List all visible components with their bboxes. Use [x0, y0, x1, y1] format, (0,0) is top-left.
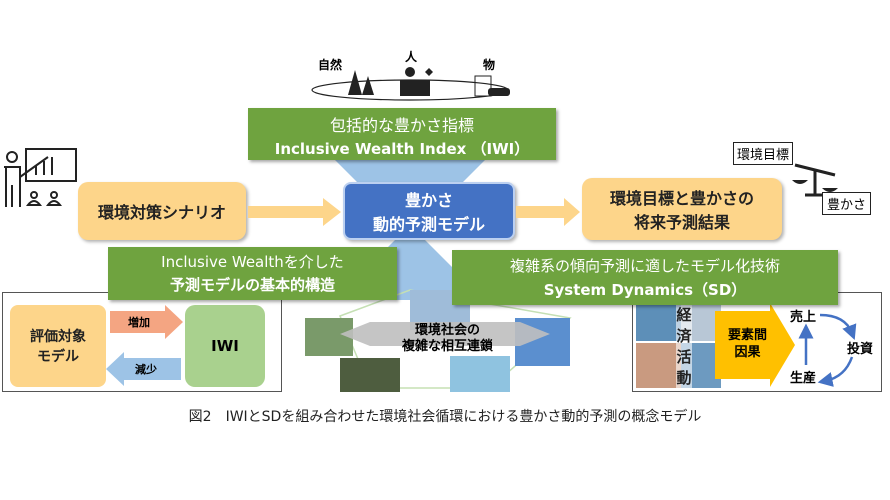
- result-box-subtitle: 将来予測結果: [633, 213, 730, 232]
- photo-collage: [305, 289, 572, 392]
- sales-label: 売上: [790, 310, 817, 325]
- forest-photo: [340, 358, 400, 392]
- prediction-model-subtitle: 動的予測モデル: [372, 215, 485, 234]
- iwi-box-subtitle: Inclusive Wealth Index （IWI）: [274, 140, 530, 158]
- result-box: 環境目標と豊かさの 将来予測結果: [582, 178, 782, 240]
- production-label: 生産: [790, 371, 817, 386]
- wealth-label: 豊かさ: [822, 192, 872, 215]
- sd-box-subtitle: System Dynamics（SD）: [543, 281, 747, 299]
- causal-arrow: [715, 303, 795, 387]
- decrease-label: 減少: [135, 363, 157, 376]
- increase-label: 増加: [128, 316, 150, 329]
- scenario-box: 環境対策シナリオ: [78, 182, 246, 240]
- iwi-node: IWI: [185, 305, 265, 387]
- interaction-label: 環境社会の 複雑な相互連鎖: [345, 323, 550, 355]
- iwi-box: 包括的な豊かさ指標 Inclusive Wealth Index （IWI）: [248, 108, 556, 160]
- presenter-icon: [4, 148, 77, 207]
- result-box-title: 環境目標と豊かさの: [609, 189, 754, 208]
- prediction-model-title: 豊かさ: [404, 191, 453, 210]
- capital-ellipse: [311, 67, 510, 101]
- label-people: 人: [405, 50, 418, 64]
- nature-photo: [305, 318, 353, 356]
- decrease-arrow: [106, 352, 181, 386]
- iwi-box-title: 包括的な豊かさ指標: [329, 116, 474, 135]
- people-icon: [400, 67, 433, 96]
- causal-label: 要素間 因果: [727, 328, 767, 360]
- prediction-model-box: 豊かさ 動的予測モデル: [343, 182, 515, 240]
- arrow-right-icon: [248, 198, 341, 226]
- arrow-right-icon: [516, 198, 580, 226]
- target-model-box: 評価対象 モデル: [10, 305, 106, 387]
- interaction-line2: 複雑な相互連鎖: [401, 339, 493, 354]
- sd-box: 複雑系の傾向予測に適したモデル化技術 System Dynamics（SD）: [452, 250, 838, 305]
- building-car-icon: [474, 75, 510, 97]
- beach-photo: [450, 356, 510, 392]
- cycle-arrows-icon: [798, 313, 857, 387]
- structure-box-subtitle: 予測モデルの基本的構造: [169, 276, 335, 294]
- increase-arrow: [110, 305, 183, 339]
- figure-caption: 図2 IWIとSDを組み合わせた環境社会循環における豊かさ動的予測の概念モデル: [188, 409, 702, 425]
- env-target-label: 環境目標: [733, 142, 794, 165]
- structure-box-title: Inclusive Wealthを介した: [161, 253, 344, 271]
- investment-label: 投資: [847, 342, 874, 357]
- balance-scale-icon: [792, 163, 838, 197]
- economic-activity-label: 経済活動: [676, 305, 692, 389]
- interaction-line1: 環境社会の: [414, 323, 480, 338]
- label-nature: 自然: [318, 58, 343, 72]
- structure-box: Inclusive Wealthを介した 予測モデルの基本的構造: [108, 247, 397, 300]
- sd-box-title: 複雑系の傾向予測に適したモデル化技術: [509, 257, 780, 275]
- tree-icon: [348, 70, 374, 95]
- label-things: 物: [483, 58, 496, 72]
